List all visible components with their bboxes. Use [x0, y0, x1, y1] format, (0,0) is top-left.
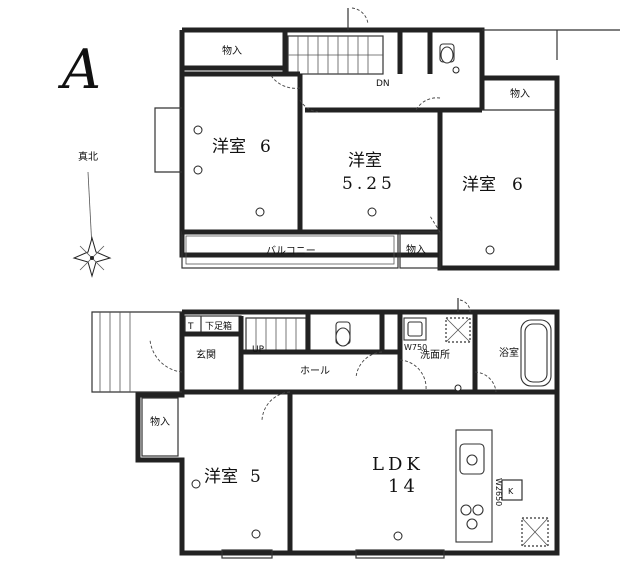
room-size: 6 [260, 137, 271, 157]
stair-up-label: UP [252, 345, 265, 355]
hall-label: ホール [300, 365, 330, 377]
t-mark-label: T [187, 322, 194, 332]
washroom-label: 洗面所 [420, 349, 450, 361]
room-name: 洋室 [462, 175, 496, 195]
room-name: LDK [372, 454, 424, 475]
shoe-storage-label: 下足箱 [205, 320, 232, 332]
storage-right-label: 物入 [510, 87, 530, 100]
stair-dn-label: DN [376, 79, 390, 89]
room-size: 14 [388, 476, 419, 497]
first-floor: T 下足箱 玄関 UP ホール W750 洗面所 浴室 物入 W2650 K L… [91, 298, 560, 559]
entrance-label: 玄関 [196, 348, 216, 361]
plan-letter: A [57, 38, 101, 101]
room-western-first-floor: 洋室 5 [204, 467, 261, 487]
room-western-right: 洋室 6 [462, 175, 523, 195]
room-name: 洋室 [348, 151, 382, 171]
room-size: 5.25 [342, 174, 396, 194]
second-floor: 物入 物入 物入 バルコニー DN 洋室 6 洋室 5.25 洋室 6 [154, 7, 620, 271]
room-ldk: LDK 14 [372, 454, 424, 497]
fridge-width-label: W2650 [494, 478, 503, 506]
north-compass: 真北 [72, 150, 112, 278]
room-name: 洋室 [212, 137, 246, 157]
room-size: 5 [250, 467, 261, 487]
north-label: 真北 [78, 150, 98, 163]
fridge-mark-label: K [508, 487, 514, 496]
storage-small-label: 物入 [406, 243, 426, 256]
storage-label: 物入 [150, 415, 170, 428]
bath-label: 浴室 [499, 346, 519, 359]
room-size: 6 [512, 175, 523, 195]
room-western-center: 洋室 5.25 [342, 151, 396, 194]
washer-width-label: W750 [404, 343, 427, 352]
storage-top-label: 物入 [222, 44, 242, 57]
balcony-label: バルコニー [266, 245, 316, 257]
room-western-left: 洋室 6 [212, 137, 271, 157]
room-name: 洋室 [204, 467, 238, 487]
